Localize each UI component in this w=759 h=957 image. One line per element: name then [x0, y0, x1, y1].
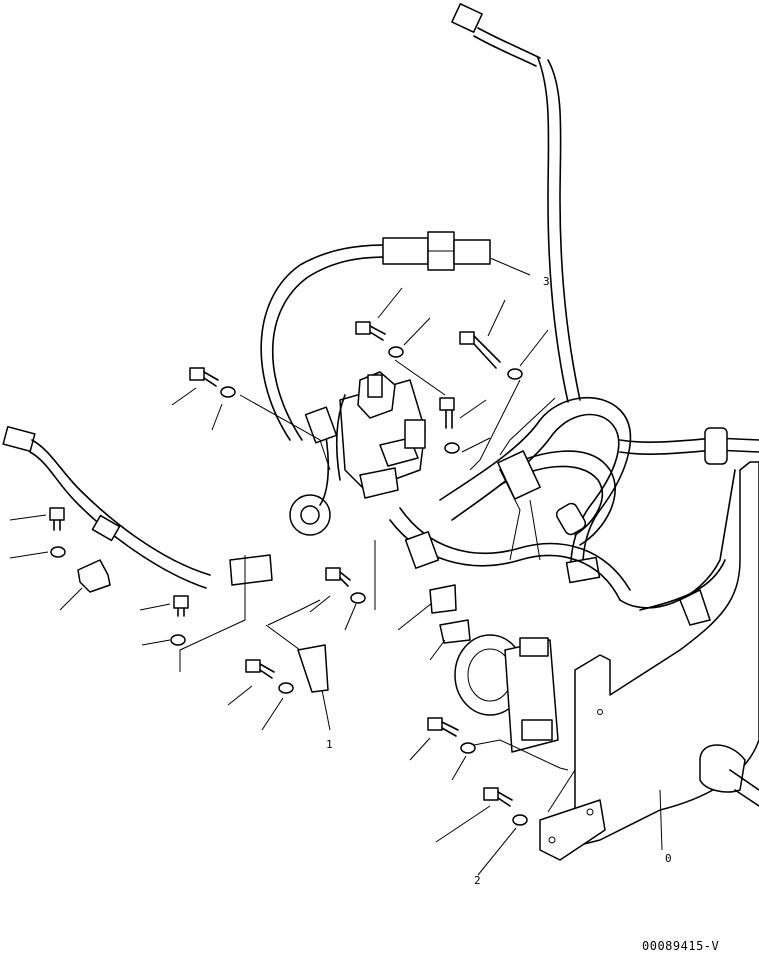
right-hose — [439, 396, 759, 584]
bolt — [325, 567, 351, 587]
callout-label-3: 3 — [543, 275, 550, 288]
mounting-bracket — [539, 461, 759, 861]
bolt — [439, 397, 455, 429]
valve-assembly — [289, 371, 426, 536]
callout-label-1: 1 — [326, 738, 333, 751]
left-harness — [2, 425, 211, 589]
callout-label-2: 2 — [474, 874, 481, 887]
bolt — [49, 507, 65, 531]
bolt — [483, 787, 513, 807]
bolts — [49, 321, 513, 807]
bolt — [427, 717, 459, 737]
top-connector — [451, 3, 541, 67]
bolt — [355, 321, 386, 341]
arch-harness — [260, 231, 491, 441]
relay-unit — [454, 634, 559, 753]
leader-lines — [9, 257, 663, 876]
inline-connector — [382, 231, 491, 271]
callout-label-0: 0 — [665, 852, 672, 865]
bolt — [173, 595, 189, 617]
bolt — [189, 367, 219, 387]
bolt — [245, 659, 275, 679]
callout-labels: 3 1 0 2 — [326, 275, 672, 887]
lower-cable — [389, 507, 631, 601]
bolt — [459, 331, 501, 369]
upper-harness — [451, 3, 581, 403]
drawing-code: 00089415-V — [642, 939, 719, 953]
small-brackets — [77, 554, 471, 693]
washers — [50, 346, 528, 826]
